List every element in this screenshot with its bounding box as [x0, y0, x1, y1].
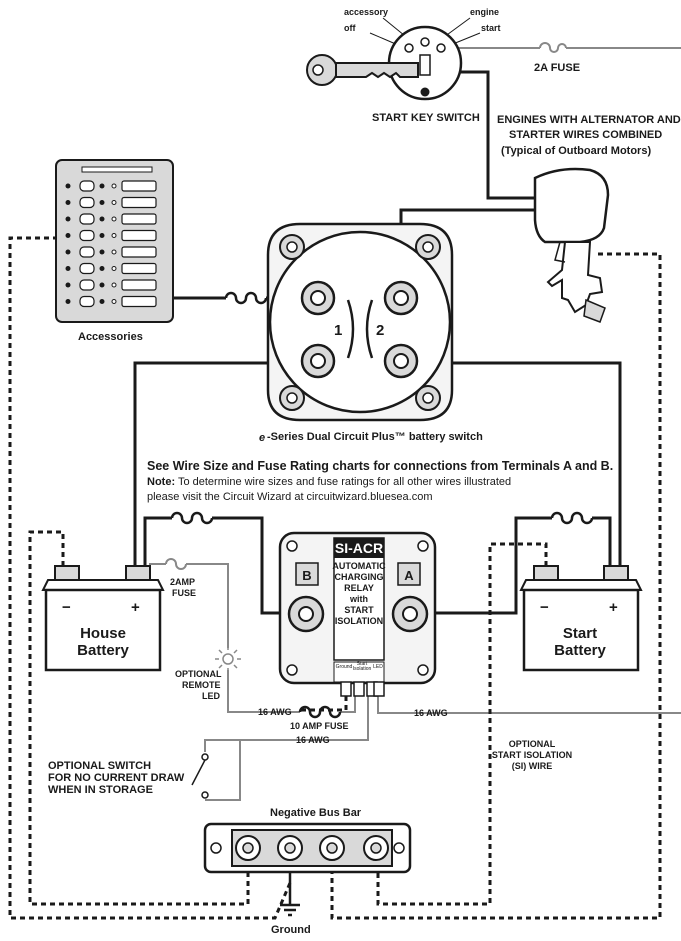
start-battery-line1: Start [563, 625, 597, 642]
accessory-breaker-row [65, 246, 157, 258]
accessory-breaker-row [65, 180, 157, 192]
battery-switch-caption: -Series Dual Circuit Plus™ battery switc… [267, 431, 483, 443]
relay-line3: RELAY [344, 583, 374, 593]
switch-terminal-2-label: 2 [376, 322, 384, 339]
engine-note-line3: (Typical of Outboard Motors) [501, 145, 651, 157]
outboard-motor [533, 167, 610, 323]
accessories-label: Accessories [78, 331, 143, 343]
fuse-relay-a-symbol [550, 511, 594, 525]
accessory-breaker-row [65, 295, 157, 308]
dual-circuit-battery-switch [266, 222, 454, 422]
accessory-breaker-row [65, 196, 157, 209]
house-battery [41, 565, 165, 672]
wire-key-switch-to-engine [447, 56, 535, 200]
awg-label-bottom: 16 AWG [296, 735, 330, 745]
relay-pin-led: LED [373, 664, 383, 670]
wire-accessories-negative [8, 236, 292, 920]
e-series-logo: e [259, 432, 265, 444]
fuse-10a-symbol [298, 705, 342, 719]
accessory-breaker-row [65, 229, 157, 242]
start-battery-minus: − [540, 599, 549, 616]
fuse-2amp-line2: FUSE [172, 588, 196, 598]
fuse-2a-label: 2A FUSE [534, 62, 580, 74]
fuse-relay-b-symbol [170, 511, 214, 525]
wire-size-headline: See Wire Size and Fuse Rating charts for… [147, 459, 613, 473]
accessories-panel [55, 159, 174, 323]
house-battery-plus: + [131, 599, 140, 616]
wire-switch-storage [205, 740, 241, 801]
wire-terminal-1-bottom-to-house [133, 361, 318, 566]
house-battery-line2: Battery [77, 642, 129, 659]
relay-line6: ISOLATION [335, 616, 383, 626]
ground-symbol-icon [280, 872, 300, 917]
wire-house-negative [28, 530, 250, 906]
relay-terminal-a: A [404, 568, 414, 583]
optional-switch-line2: FOR NO CURRENT DRAW [48, 772, 185, 784]
relay-pin-isolation: Isolation [353, 666, 372, 672]
fuse-2amp-line1: 2AMP [170, 577, 195, 587]
key-start-label: start [481, 23, 501, 33]
si-wire-line1: OPTIONAL [509, 739, 556, 749]
key-accessory-label: accessory [344, 7, 388, 17]
key-off-label: off [344, 23, 356, 33]
optional-switch-line1: OPTIONAL SWITCH [48, 760, 151, 772]
start-key-switch [306, 17, 481, 101]
relay-line5: START [344, 605, 374, 615]
optional-switch-line3: WHEN IN STORAGE [48, 784, 153, 796]
relay-terminal-b: B [302, 568, 311, 583]
key-engine-label: engine [470, 7, 499, 17]
switch-terminal-1-label: 1 [334, 322, 342, 339]
relay-line2: CHARGING [335, 572, 384, 582]
wire-relay-ground-negative [300, 696, 348, 712]
storage-switch-icon [191, 753, 209, 799]
relay-line4: with [349, 594, 368, 604]
relay-title: SI-ACR [335, 540, 383, 556]
note-line1: Note: To determine wire sizes and fuse r… [147, 476, 511, 488]
bus-bar-label: Negative Bus Bar [270, 807, 362, 819]
fuse-accessories-symbol [224, 291, 268, 305]
remote-led-icon [215, 646, 241, 672]
fuse-2amp-symbol [165, 558, 187, 570]
fuse-2a-symbol [539, 42, 567, 53]
relay-line1: AUTOMATIC [332, 561, 386, 571]
engine-note-line2: STARTER WIRES COMBINED [509, 129, 662, 141]
start-battery-line2: Battery [554, 642, 606, 659]
house-battery-minus: − [62, 599, 71, 616]
accessory-breaker-row [65, 279, 157, 291]
relay-pin-start: Start [357, 661, 368, 667]
key-switch-title: START KEY SWITCH [372, 112, 480, 124]
wire-relay-to-si-16awg [377, 696, 681, 714]
start-battery [519, 565, 643, 672]
start-battery-plus: + [609, 599, 618, 616]
house-battery-line1: House [80, 625, 126, 642]
wire-terminal-2-bottom-to-start [401, 361, 622, 566]
si-wire-line2: START ISOLATION [492, 750, 572, 760]
relay-pin-ground: Ground [336, 664, 353, 670]
fuse-10a-label: 10 AMP FUSE [290, 721, 349, 731]
negative-bus-bar [203, 822, 412, 874]
wire-led-to-relay [227, 670, 356, 713]
si-wire-line3: (SI) WIRE [512, 761, 553, 771]
accessory-breaker-row [65, 213, 157, 225]
si-acr-relay [278, 531, 437, 697]
ground-label: Ground [271, 924, 311, 936]
note-line2: please visit the Circuit Wizard at circu… [147, 491, 433, 503]
remote-led-line1: OPTIONAL [175, 669, 222, 679]
wire-start-negative [376, 542, 548, 906]
wire-relay-ground-16awg [204, 696, 369, 752]
awg-label-top-right: 16 AWG [414, 708, 448, 718]
awg-label-top-left: 16 AWG [258, 707, 292, 717]
engine-note-line1: ENGINES WITH ALTERNATOR AND [497, 114, 681, 126]
remote-led-line2: REMOTE [182, 680, 221, 690]
accessory-breaker-row [65, 262, 157, 275]
wire-start-to-relay-a [408, 516, 612, 615]
remote-led-line3: LED [202, 691, 221, 701]
